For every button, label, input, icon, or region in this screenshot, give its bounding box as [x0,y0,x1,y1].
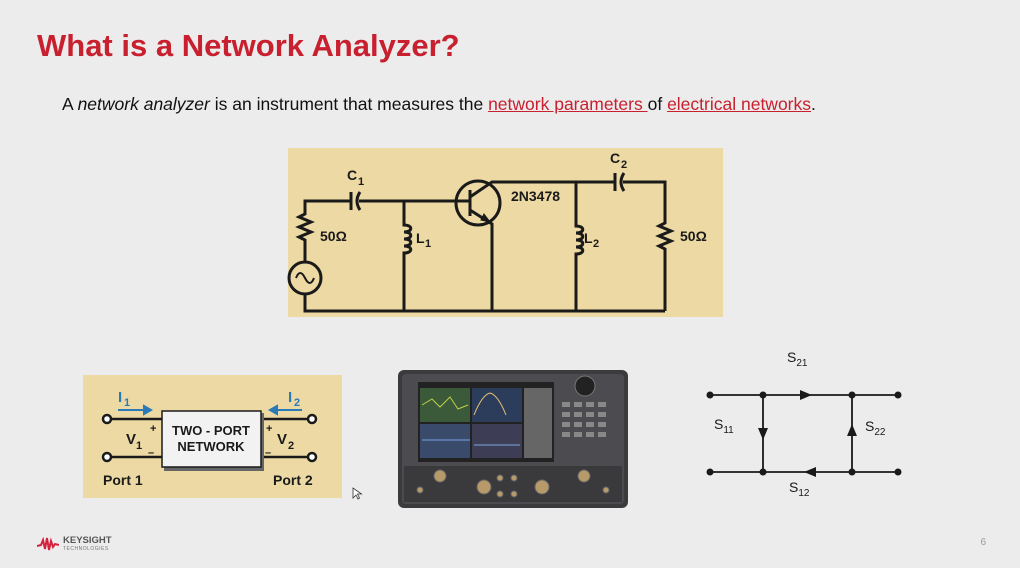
keysight-wave-icon [37,537,59,551]
intro-of: of [647,94,668,114]
v1-plus: + [150,423,156,435]
page-number: 6 [980,537,986,548]
r1-label: 50Ω [320,228,347,244]
intro-end: . [811,94,816,114]
intro-mid: is an instrument that measures the [209,94,489,114]
v1-sub: 1 [136,440,142,452]
c2-label: C [610,150,620,166]
svg-text:S21: S21 [787,349,808,369]
mouse-cursor-icon [352,487,363,500]
link-network-parameters[interactable]: network parameters [488,94,648,114]
i2-label: I [288,389,292,406]
s21-sub: 21 [796,358,808,369]
l2-label: L [584,230,593,246]
port1-label: Port 1 [103,472,143,488]
box-line2: NETWORK [177,439,245,454]
intro-prefix: A [62,94,78,114]
s12-s: S [789,479,798,495]
v1-minus: – [148,447,154,459]
s21-s: S [787,349,796,365]
i1-label: I [118,389,122,406]
v2-plus: + [266,423,272,435]
r2-label: 50Ω [680,228,707,244]
v2-sub: 2 [288,440,294,452]
s22-s: S [865,418,874,434]
v2-minus: – [265,447,271,459]
i1-sub: 1 [124,397,130,409]
intro-text: A network analyzer is an instrument that… [62,94,816,115]
v1-label: V [126,431,136,448]
l1-sub: 1 [425,238,431,250]
intro-em: network analyzer [77,94,210,114]
l2-sub: 2 [593,238,599,250]
port2-label: Port 2 [273,472,313,488]
s11-s: S [714,416,723,432]
c1-label: C [347,167,357,183]
box-line1: TWO - PORT [172,423,250,438]
link-electrical-networks[interactable]: electrical networks [667,94,812,114]
s12-sub: 12 [798,488,810,499]
v2-label: V [277,431,287,448]
slide-title: What is a Network Analyzer? [37,28,460,63]
s22-sub: 22 [874,427,886,438]
c2-sub: 2 [621,159,627,171]
brand-name: KEYSIGHT [63,535,112,546]
transistor-label: 2N3478 [511,188,560,204]
s-parameter-flow-graph: S21 S11 S22 S12 [706,349,902,499]
svg-text:S22: S22 [865,418,886,438]
l1-label: L [416,230,425,246]
i2-sub: 2 [294,397,300,409]
circuit-diagram [287,148,723,317]
c1-sub: 1 [358,176,364,188]
brand-sub: TECHNOLOGIES [63,546,109,552]
s11-sub: 11 [723,425,734,436]
network-analyzer-image [398,370,628,508]
svg-text:S12: S12 [789,479,810,499]
svg-text:S11: S11 [714,416,734,436]
